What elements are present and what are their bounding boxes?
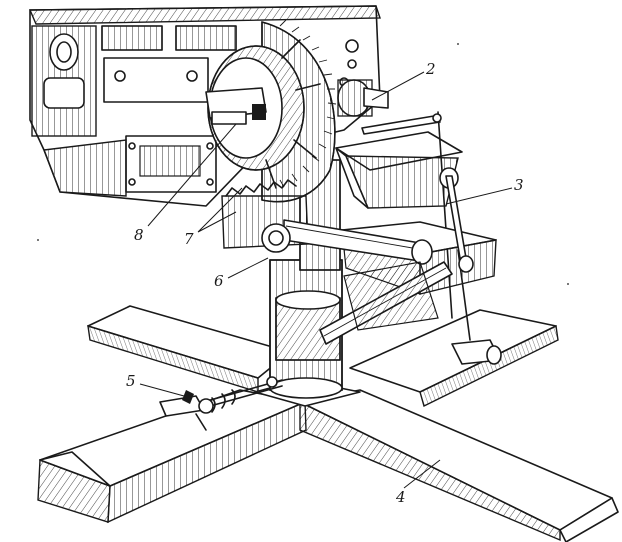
leader-6 <box>227 257 269 279</box>
linkage-arm <box>221 179 474 345</box>
leader-4 <box>403 459 441 489</box>
gear-wheel <box>205 19 389 203</box>
callout-8: 8 <box>134 226 144 244</box>
upper-tray <box>335 111 463 319</box>
callout-3: 3 <box>514 176 524 194</box>
callout-leaders <box>139 71 513 489</box>
callout-6: 6 <box>214 272 224 290</box>
leader-8 <box>147 123 237 227</box>
callout-4: 4 <box>395 488 406 506</box>
callout-5: 5 <box>126 372 136 390</box>
leader-2 <box>371 71 425 101</box>
leader-7 <box>197 187 243 233</box>
leader-5 <box>139 383 185 397</box>
callout-labels: 2 3 4 5 6 7 8 <box>126 60 524 506</box>
leader-3 <box>445 187 513 205</box>
callout-2: 2 <box>425 60 436 78</box>
scan-specks <box>37 43 569 285</box>
callout-7: 7 <box>184 230 194 248</box>
tie-rod-clamp <box>159 376 283 431</box>
